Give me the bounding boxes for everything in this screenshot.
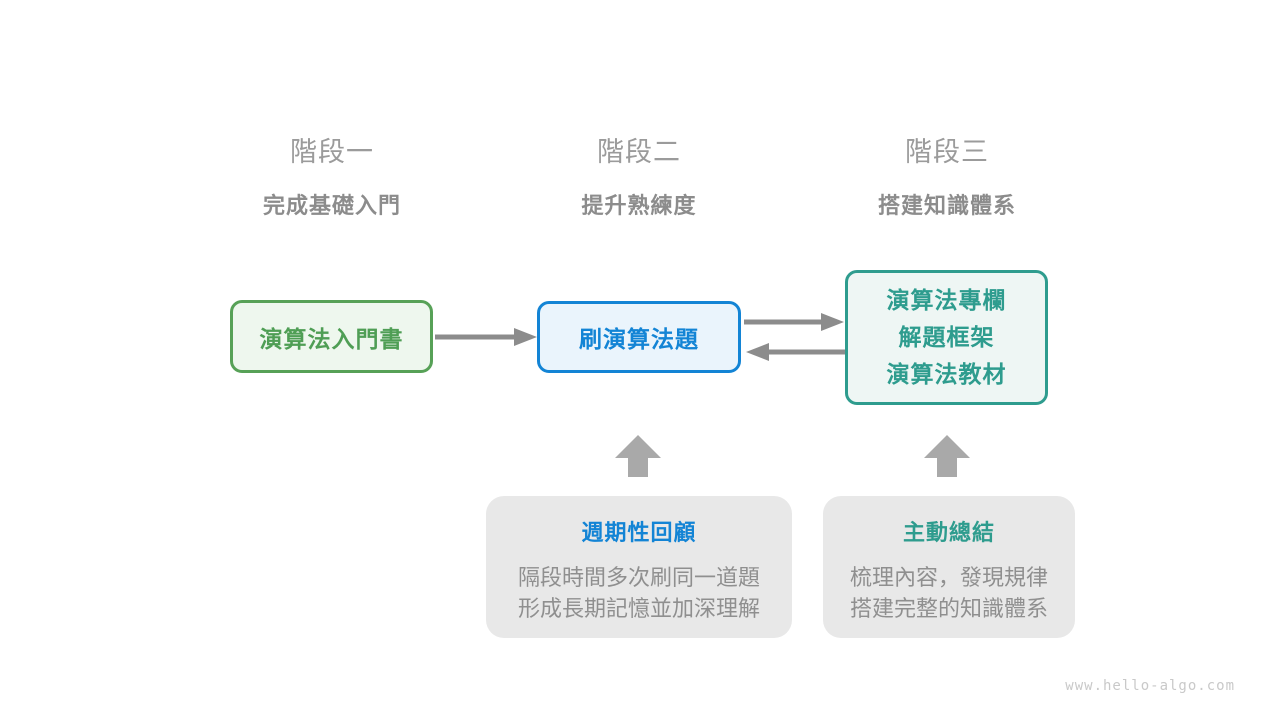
note-active-summary-line-1: 梳理內容，發現規律 [849, 565, 1048, 590]
stage-3-subtitle: 搭建知識體系 [877, 193, 1016, 218]
node-advanced-resources-line-2: 解題框架 [898, 324, 995, 350]
node-intro-book: 演算法入門書 [230, 300, 433, 373]
note-periodic-review: 週期性回顧 隔段時間多次刷同一道題 形成長期記憶並加深理解 [486, 496, 792, 638]
node-intro-book-label: 演算法入門書 [259, 325, 404, 352]
stage-3-title: 階段三 [905, 137, 989, 167]
stage-1-subtitle: 完成基礎入門 [262, 193, 401, 218]
note-periodic-review-line-1: 隔段時間多次刷同一道題 [517, 565, 760, 590]
stage-2-header: 階段二 提升熟練度 [529, 130, 749, 220]
node-advanced-resources-line-3: 演算法教材 [886, 361, 1007, 387]
stage-2-title: 階段二 [597, 137, 681, 167]
node-advanced-resources-line-1: 演算法專欄 [886, 287, 1007, 313]
stage-3-header: 階段三 搭建知識體系 [837, 130, 1057, 220]
note-periodic-review-body: 隔段時間多次刷同一道題 形成長期記憶並加深理解 [486, 562, 792, 624]
up-arrow-summary-icon [924, 435, 970, 477]
node-practice-problems-label: 刷演算法題 [579, 326, 699, 352]
note-active-summary: 主動總結 梳理內容，發現規律 搭建完整的知識體系 [823, 496, 1075, 638]
node-practice-problems: 刷演算法題 [537, 301, 741, 373]
stage-1-header: 階段一 完成基礎入門 [222, 130, 442, 220]
site-watermark: www.hello-algo.com [1065, 678, 1235, 694]
note-periodic-review-title: 週期性回顧 [581, 520, 697, 545]
stage-1-title: 階段一 [290, 137, 374, 167]
note-periodic-review-line-2: 形成長期記憶並加深理解 [517, 596, 760, 621]
note-active-summary-title: 主動總結 [902, 520, 995, 545]
arrow-stage3-to-stage2 [746, 343, 846, 361]
stage-2-subtitle: 提升熟練度 [581, 193, 697, 218]
arrow-stage1-to-stage2 [435, 328, 537, 346]
note-active-summary-line-2: 搭建完整的知識體系 [849, 596, 1048, 621]
up-arrow-review-icon [615, 435, 661, 477]
arrow-stage2-to-stage3 [744, 313, 844, 331]
note-active-summary-body: 梳理內容，發現規律 搭建完整的知識體系 [823, 562, 1075, 624]
node-advanced-resources: 演算法專欄 解題框架 演算法教材 [845, 270, 1048, 405]
